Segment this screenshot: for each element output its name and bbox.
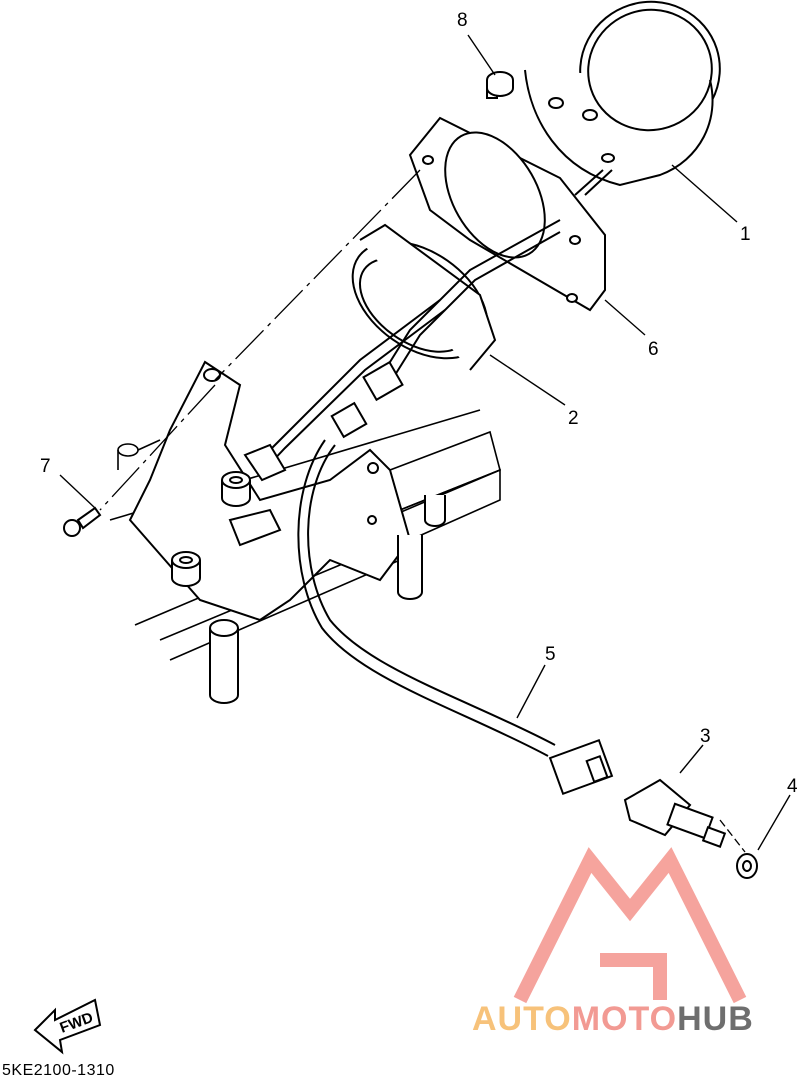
- leader-lines: [59, 34, 791, 851]
- speed-sensor-item-3: [623, 778, 727, 848]
- callout-5: 5: [545, 644, 556, 665]
- callout-6: 6: [648, 339, 659, 360]
- bolt-item-7: [63, 506, 102, 537]
- forward-direction-arrow: FWD: [33, 998, 102, 1055]
- callout-4: 4: [787, 776, 798, 797]
- meter-wiring: [243, 219, 561, 482]
- callout-7: 7: [40, 456, 51, 477]
- meter-cover-item-6: [408, 116, 606, 312]
- speedometer-item-1: [524, 0, 721, 196]
- rubber-spacers: [171, 471, 446, 704]
- damper-ring-item-2: [351, 223, 497, 371]
- sensor-lead-item-5: [297, 439, 614, 796]
- washer-item-4: [736, 853, 758, 879]
- callout-1: 1: [740, 224, 751, 245]
- watermark-logo: [513, 847, 747, 1004]
- callout-3: 3: [700, 726, 711, 747]
- callout-2: 2: [568, 408, 579, 429]
- watermark-auto: AUTO: [472, 1000, 572, 1038]
- callout-8: 8: [457, 10, 468, 31]
- watermark-moto: MOTO: [571, 1000, 678, 1038]
- callout-numbers: 1 2 3 4 5 6 7 8: [40, 10, 798, 797]
- watermark-text: AUTOMOTOHUB: [472, 1000, 754, 1039]
- part-code: 5KE2100-1310: [2, 1062, 115, 1079]
- watermark-hub: HUB: [677, 1000, 754, 1038]
- assembly-guide-lines: [99, 169, 746, 853]
- screw-item-8: [486, 71, 514, 99]
